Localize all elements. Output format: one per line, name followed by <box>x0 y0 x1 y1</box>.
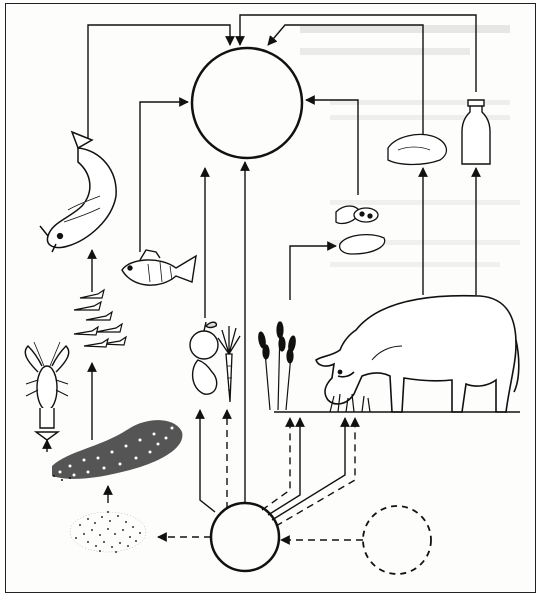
particle-cloud <box>70 511 146 553</box>
cow <box>316 296 519 412</box>
meat-cuts <box>336 206 385 254</box>
apple <box>190 322 218 359</box>
wheat <box>258 322 297 410</box>
fish-small <box>122 250 196 285</box>
fish-fry <box>74 290 126 347</box>
crayfish <box>25 342 69 440</box>
node-4 <box>192 48 302 158</box>
cheese <box>388 135 446 165</box>
arrows-from-2-dashed <box>158 410 363 540</box>
node-3 <box>70 511 146 553</box>
milk-bottle <box>462 100 490 164</box>
plankton <box>52 420 182 479</box>
node-2 <box>211 503 279 571</box>
pear <box>193 360 217 394</box>
node-1 <box>363 506 431 574</box>
fish-large <box>40 132 116 252</box>
carrot <box>218 326 240 402</box>
